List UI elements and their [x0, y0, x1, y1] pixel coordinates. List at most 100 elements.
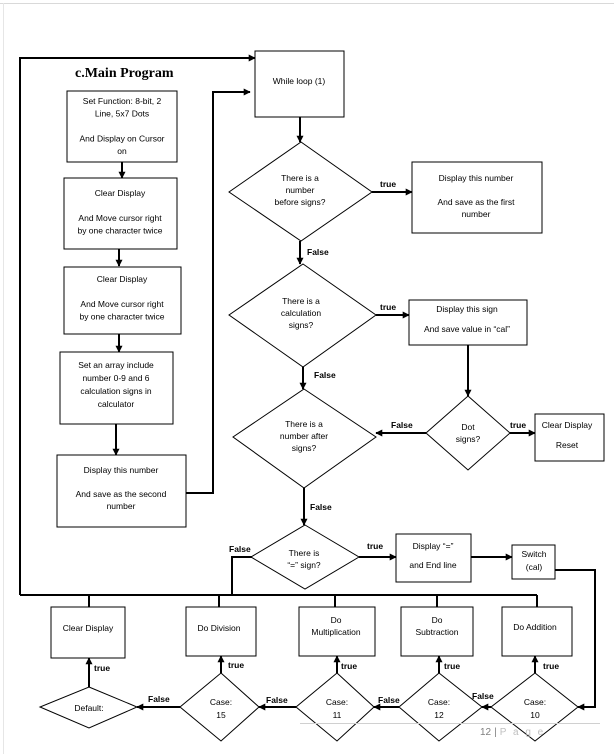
edge-label-false: False	[314, 370, 336, 380]
set-function-box	[66, 90, 178, 163]
display-first-box	[411, 161, 543, 234]
node-label-line: signs?	[456, 434, 481, 444]
node-label-line: Subtraction	[416, 627, 459, 637]
node-label-line: Display this number	[439, 173, 514, 183]
page-footer: 12|P a g e	[480, 727, 545, 738]
clear-display-end-box	[50, 606, 126, 659]
node-label-line: Switch	[521, 549, 546, 559]
page-separator: |	[494, 727, 497, 738]
node-label-line: While loop (1)	[273, 76, 326, 86]
equal-sign-diamond	[250, 524, 360, 590]
node-label-line: Clear Display	[95, 188, 146, 198]
node-label-line: number	[286, 185, 315, 195]
node-label-case11: Case: 11	[326, 697, 348, 720]
edge-label-true: true	[367, 541, 383, 551]
node-label-line: Clear Display	[542, 420, 593, 430]
node-label-line: 10	[530, 710, 540, 720]
arrow-display2-to-while	[186, 88, 251, 494]
edge-label-true: true	[543, 661, 559, 671]
node-label-dot-signs: Dot signs?	[456, 422, 481, 444]
node-label-line: And Display on Cursor	[79, 134, 164, 144]
edge-label-false: False	[391, 420, 413, 430]
edge-label-true: true	[510, 420, 526, 430]
display-equal-box	[395, 533, 472, 583]
case15-diamond	[179, 672, 260, 742]
node-label-line: Set Function: 8-bit, 2	[83, 96, 162, 106]
case12-diamond	[398, 672, 483, 742]
page-word: P a g e	[499, 727, 546, 738]
node-label-line: “=” sign?	[287, 560, 321, 570]
clear-display-box-2	[63, 266, 182, 335]
dot-signs-diamond	[425, 395, 511, 471]
page-left-rule	[3, 3, 4, 754]
arrow-d4-false	[231, 556, 252, 595]
default-diamond	[38, 686, 139, 729]
node-label-line: Display this sign	[436, 304, 498, 314]
node-label-equal-sign: There is “=” sign?	[287, 548, 321, 570]
clear-display-box-1	[63, 177, 178, 250]
edge-label-false: False	[307, 247, 329, 257]
edge-label-false: False	[378, 695, 400, 705]
node-label-line: Set an array include	[78, 360, 154, 370]
node-label-case15: Case: 15	[210, 697, 232, 720]
node-label-line: 15	[216, 710, 226, 720]
node-label-line: signs?	[292, 443, 317, 453]
while-loop-box	[254, 50, 345, 118]
edge-label-true: true	[380, 302, 396, 312]
node-label-line: Dot	[461, 422, 475, 432]
node-label-line: Multiplication	[311, 627, 360, 637]
node-label-while-loop: While loop (1)	[273, 76, 326, 86]
node-label-line: by one character twice	[79, 312, 164, 322]
node-label-line: and End line	[409, 560, 457, 570]
display-sign-box	[408, 299, 528, 346]
set-array-box	[59, 351, 174, 425]
node-label-display-equal: Display “=”and End line	[409, 541, 457, 570]
node-label-line: number after	[280, 431, 328, 441]
edge-label-true: true	[444, 661, 460, 671]
page-top-rule	[0, 3, 614, 4]
node-label-line: Do	[432, 615, 443, 625]
node-label-line: Do Division	[198, 623, 241, 633]
edge-labels: true False true False False true False F…	[94, 179, 559, 705]
edge-label-false: False	[472, 691, 494, 701]
node-label-line: There is a	[281, 173, 319, 183]
node-label-do-addition: Do Addition	[513, 622, 557, 632]
node-label-line: calculation signs in	[80, 386, 152, 396]
edge-label-true: true	[341, 661, 357, 671]
node-label-line: And Move cursor right	[78, 213, 162, 223]
node-label-line: before signs?	[274, 197, 325, 207]
do-multiplication-box	[298, 606, 376, 657]
edge-label-true: true	[380, 179, 396, 189]
shapes	[38, 50, 605, 742]
switch-box	[511, 544, 556, 580]
case10-diamond	[490, 672, 579, 742]
node-label-do-division: Do Division	[198, 623, 241, 633]
node-label-line: Do	[331, 615, 342, 625]
node-label-line: And save as the second	[76, 489, 167, 499]
node-label-line: Case:	[326, 697, 348, 707]
node-label-line: Line, 5x7 Dots	[95, 109, 149, 119]
node-label-line: 11	[333, 710, 342, 720]
page-number: 12	[480, 727, 492, 738]
node-label-line: There is a	[285, 419, 323, 429]
node-label-line: 12	[434, 710, 444, 720]
node-label-line: There is	[289, 548, 320, 558]
node-label-case12: Case: 12	[428, 697, 450, 720]
node-label-line: Case:	[428, 697, 450, 707]
node-label-line: And Move cursor right	[80, 299, 164, 309]
node-label-line: Clear Display	[97, 274, 148, 284]
node-label-line: Case:	[524, 697, 546, 707]
node-label-line: Clear Display	[63, 623, 114, 633]
node-label-line: calculation	[281, 308, 321, 318]
node-label-line: Case:	[210, 697, 232, 707]
node-label-line: There is a	[282, 296, 320, 306]
node-label-line: Do Addition	[513, 622, 557, 632]
